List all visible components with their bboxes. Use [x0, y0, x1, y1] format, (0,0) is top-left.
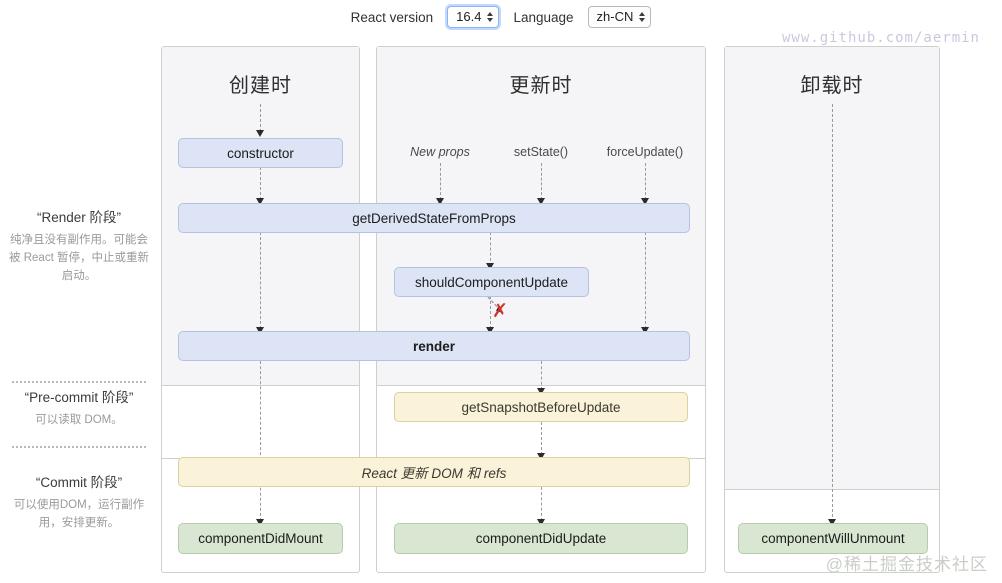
column-title-mounting: 创建时	[229, 75, 292, 97]
watermark-juejin: @稀土掘金技术社区	[825, 555, 988, 574]
node-get-derived-state-from-props[interactable]: getDerivedStateFromProps	[178, 203, 690, 233]
node-react-updates-dom[interactable]: React 更新 DOM 和 refs	[178, 457, 690, 487]
legend-title: “Pre-commit 阶段”	[24, 390, 134, 405]
header-controls: React version 16.4 Language zh-CN	[0, 0, 1002, 34]
watermark-github: www.github.com/aermin	[781, 30, 980, 46]
arrowhead	[256, 130, 264, 137]
connector	[541, 361, 542, 390]
phase-legend: “Render 阶段” 纯净且没有副作用。可能会被 React 暂停，中止或重新…	[0, 46, 158, 573]
node-component-will-unmount[interactable]: componentWillUnmount	[738, 523, 928, 554]
legend-render-phase: “Render 阶段” 纯净且没有副作用。可能会被 React 暂停，中止或重新…	[8, 206, 150, 285]
phase-divider	[12, 446, 146, 448]
node-constructor[interactable]: constructor	[178, 138, 343, 168]
node-render[interactable]: render	[178, 331, 690, 361]
arrowhead	[828, 519, 836, 526]
connector	[541, 422, 542, 455]
legend-commit-phase: “Commit 阶段” 可以使用DOM，运行副作用，安排更新。	[8, 471, 150, 533]
legend-title: “Commit 阶段”	[35, 475, 123, 490]
arrowhead	[537, 453, 545, 460]
trigger-new-props: New props	[410, 145, 470, 159]
react-version-label: React version	[350, 9, 434, 25]
legend-title: “Render 阶段”	[36, 210, 122, 225]
node-should-component-update[interactable]: shouldComponentUpdate	[394, 267, 589, 297]
node-component-did-mount[interactable]: componentDidMount	[178, 523, 343, 554]
arrowhead	[256, 327, 264, 334]
skip-branch-connector	[487, 296, 504, 314]
arrowhead	[256, 198, 264, 205]
column-title-updating: 更新时	[509, 75, 573, 97]
arrowhead	[486, 263, 494, 270]
connector	[260, 104, 261, 132]
column-title-unmounting: 卸载时	[800, 75, 864, 97]
trigger-force-update: forceUpdate()	[606, 145, 684, 159]
arrowhead	[537, 388, 545, 395]
react-version-select[interactable]: 16.4	[447, 5, 500, 29]
stepper-arrows-icon[interactable]	[487, 12, 494, 22]
connector	[832, 104, 833, 522]
stepper-arrows-icon[interactable]	[639, 12, 646, 22]
react-version-value: 16.4	[456, 8, 482, 24]
node-get-snapshot-before-update[interactable]: getSnapshotBeforeUpdate	[394, 392, 688, 422]
arrowhead	[641, 327, 649, 334]
connector	[490, 232, 491, 266]
arrowhead	[256, 519, 264, 526]
arrowhead	[537, 198, 545, 205]
legend-description: 纯净且没有副作用。可能会被 React 暂停，中止或重新启动。	[9, 234, 149, 282]
connector	[541, 487, 542, 521]
arrowhead	[537, 519, 545, 526]
language-value: zh-CN	[596, 8, 634, 24]
language-label: Language	[513, 9, 574, 25]
skip-x-icon: ✗	[492, 301, 508, 322]
connector	[260, 361, 261, 521]
legend-description: 可以使用DOM，运行副作用，安排更新。	[13, 499, 145, 529]
connector	[490, 296, 491, 329]
legend-precommit-phase: “Pre-commit 阶段” 可以读取 DOM。	[8, 386, 150, 430]
arrowhead	[486, 327, 494, 334]
connector	[541, 163, 542, 200]
connector	[260, 167, 261, 200]
connector	[440, 163, 441, 200]
arrowhead	[641, 198, 649, 205]
connector	[645, 232, 646, 329]
phase-divider	[12, 381, 146, 383]
connector	[260, 232, 261, 329]
connector	[645, 163, 646, 200]
node-component-did-update[interactable]: componentDidUpdate	[394, 523, 688, 554]
trigger-set-state: setState()	[513, 145, 569, 159]
language-select[interactable]: zh-CN	[587, 5, 652, 29]
legend-description: 可以读取 DOM。	[35, 414, 123, 426]
arrowhead	[436, 198, 444, 205]
